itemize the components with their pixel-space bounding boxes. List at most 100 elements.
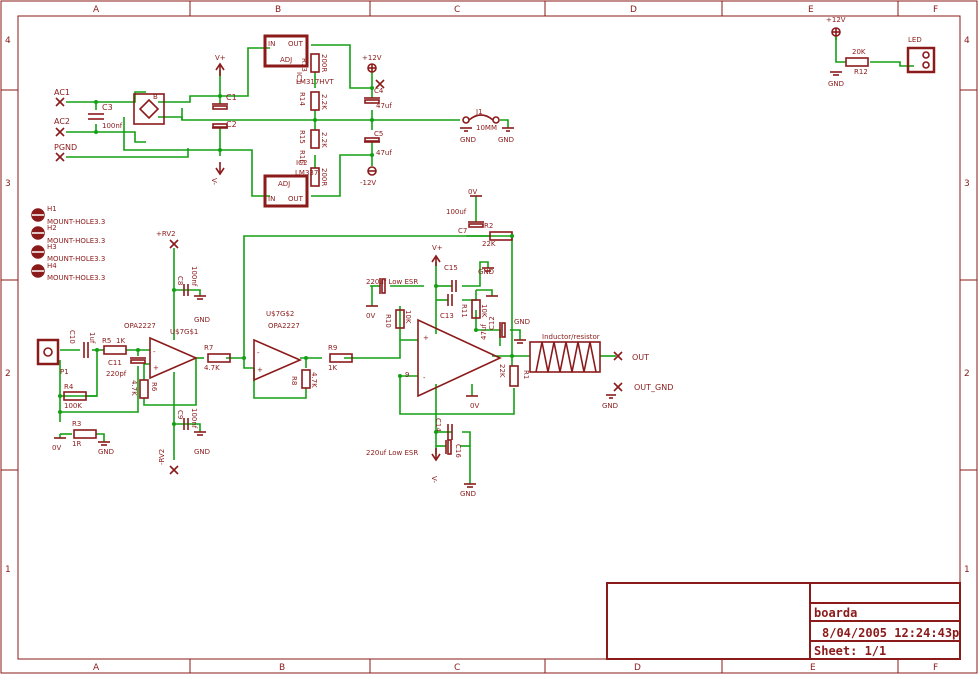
r4-label: R4 <box>64 383 74 391</box>
c15-gnd-symbol: GND <box>478 267 498 297</box>
c14-label: C14 <box>434 418 442 432</box>
ic2-part: LM337 <box>295 169 318 177</box>
c11-value: 220pf <box>106 370 127 378</box>
r14-label: R14 <box>298 92 306 106</box>
capacitor-c8: C8 100nf GND <box>176 266 210 324</box>
jumper-j1: J1 10MM GND GND <box>460 108 514 144</box>
h1-value: MOUNT-HOLE3.3 <box>47 218 105 226</box>
c15-gnd-label: GND <box>478 268 494 276</box>
c2-label: C2 <box>226 120 237 129</box>
row-label-left: 4 <box>5 36 11 46</box>
h2-name: H2 <box>47 224 57 232</box>
pa-vminus-label: V- <box>430 476 438 483</box>
resistor-r15: R15 2.2K <box>298 129 328 149</box>
j1-label: J1 <box>475 108 483 116</box>
c10-label: C10 <box>68 330 76 344</box>
vminus-label: V- <box>210 178 218 185</box>
c16-label: C16 <box>454 444 462 458</box>
out-gnd-symbol-label: GND <box>602 402 618 410</box>
pa-bottom-zero-v-label: 0V <box>470 402 479 410</box>
ic2-in-pin: IN <box>268 195 275 203</box>
m12v-supply: -12V <box>360 166 377 187</box>
mrv2-supply: -RV2 <box>158 449 179 475</box>
output-inductor: Inductor/resistor <box>529 333 601 373</box>
h3-name: H3 <box>47 243 57 251</box>
r7-label: R7 <box>204 344 213 352</box>
c12-value: 47uf <box>480 324 488 340</box>
capacitor-c16: 220uf Low ESR C16 <box>366 439 462 458</box>
capacitor-c10: C10 1uf <box>68 330 96 358</box>
inductor-label: Inductor/resistor <box>542 333 600 341</box>
u1-part: OPA2227 <box>124 322 156 330</box>
row-label-left: 3 <box>5 179 11 189</box>
mount-hole-h4: H4 MOUNT-HOLE3.3 <box>31 262 105 282</box>
capacitor-c12: C12 47uf GND <box>480 316 530 344</box>
pa-vplus-label: V+ <box>432 244 443 252</box>
c3-label: C3 <box>102 103 113 112</box>
pa-vminus-symbol: V- <box>430 448 441 483</box>
p12v-supply: +12V <box>362 54 385 89</box>
c4-label: C4 <box>374 87 384 95</box>
r13-value: 200R <box>320 54 328 72</box>
c1-label: C1 <box>226 93 237 102</box>
r2-label: R2 <box>484 222 493 230</box>
h4-name: H4 <box>47 262 57 270</box>
h3-value: MOUNT-HOLE3.3 <box>47 255 105 263</box>
r13-label: R13 <box>300 58 308 72</box>
capacitor-c11: C11 220pf <box>106 357 146 378</box>
p1-label: P1 <box>60 368 69 376</box>
ic2-out-pin: OUT <box>288 195 304 203</box>
vminus-symbol: V- <box>210 162 225 185</box>
pa-zero-v-label: 0V <box>366 312 375 320</box>
input-stage: P1 C10 1uf R5 1K C11 220pf R4 100K <box>36 230 244 475</box>
out-gnd-label: OUT_GND <box>634 383 673 392</box>
mount-hole-h1: H1 MOUNT-HOLE3.3 <box>31 205 105 226</box>
svg-text:-: - <box>257 349 260 357</box>
row-label-right: 1 <box>964 565 970 575</box>
resistor-r7: R7 4.7K <box>204 344 231 372</box>
title-block-sheet: Sheet: 1/1 <box>814 644 886 658</box>
out-gnd-connector: OUT_GND GND <box>602 382 673 410</box>
r6-label: R6 <box>150 382 158 392</box>
frame-row-labels: 4 3 2 1 4 3 2 1 <box>5 36 970 575</box>
col-label-top: E <box>808 5 814 15</box>
input-gnd-symbol: GND <box>98 441 114 456</box>
prv2-supply: +RV2 <box>156 230 179 249</box>
c16-value: 220uf Low ESR <box>366 449 418 457</box>
u2-name: U$7G$2 <box>266 310 294 318</box>
r4-value: 100K <box>64 402 82 410</box>
svg-text:+: + <box>423 334 429 342</box>
col-label-bottom: F <box>933 663 938 673</box>
r15-label: R15 <box>298 130 306 144</box>
prv2-label: +RV2 <box>156 230 176 238</box>
ic1-part: LM317HVT <box>296 78 334 86</box>
resistor-r13: R13 200R <box>300 53 328 73</box>
mount-hole-h2: H2 MOUNT-HOLE3.3 <box>31 224 105 245</box>
row-label-right: 4 <box>964 36 970 46</box>
led-p12v-label: +12V <box>826 16 846 24</box>
title-block-datetime: 8/04/2005 12:24:43p <box>822 626 959 640</box>
j1-gnd-label: GND <box>460 136 476 144</box>
r8-value: 4.7K <box>310 372 318 388</box>
r16-label: R16 <box>298 150 306 164</box>
capacitor-c15: 220uf Low ESR C15 <box>366 264 458 294</box>
r10-label: R10 <box>384 314 392 328</box>
col-label-bottom: E <box>810 663 816 673</box>
pa-bottom-zero-v: 0V <box>466 395 479 410</box>
resistor-r16: R16 200R <box>298 150 328 187</box>
r14-value: 2.2K <box>320 94 328 110</box>
c12-label: C12 <box>488 316 496 330</box>
led-label: LED <box>908 36 922 44</box>
ic1-name: IC1 <box>295 72 303 83</box>
ic1-out-pin: OUT <box>288 40 304 48</box>
bridge-rectifier: B <box>133 93 165 125</box>
mount-holes: H1 MOUNT-HOLE3.3 H2 MOUNT-HOLE3.3 H3 MOU… <box>31 205 105 282</box>
r11-value: 10K <box>480 304 488 318</box>
c9-value: 100nf <box>190 408 198 429</box>
c12-gnd-label: GND <box>514 318 530 326</box>
col-label-bottom: A <box>93 663 100 673</box>
m12v-label: -12V <box>360 179 376 187</box>
capacitor-c9: C9 100nf GND <box>176 408 210 456</box>
regulator-ic2: IN OUT ADJ IC2 LM337 <box>263 159 318 208</box>
